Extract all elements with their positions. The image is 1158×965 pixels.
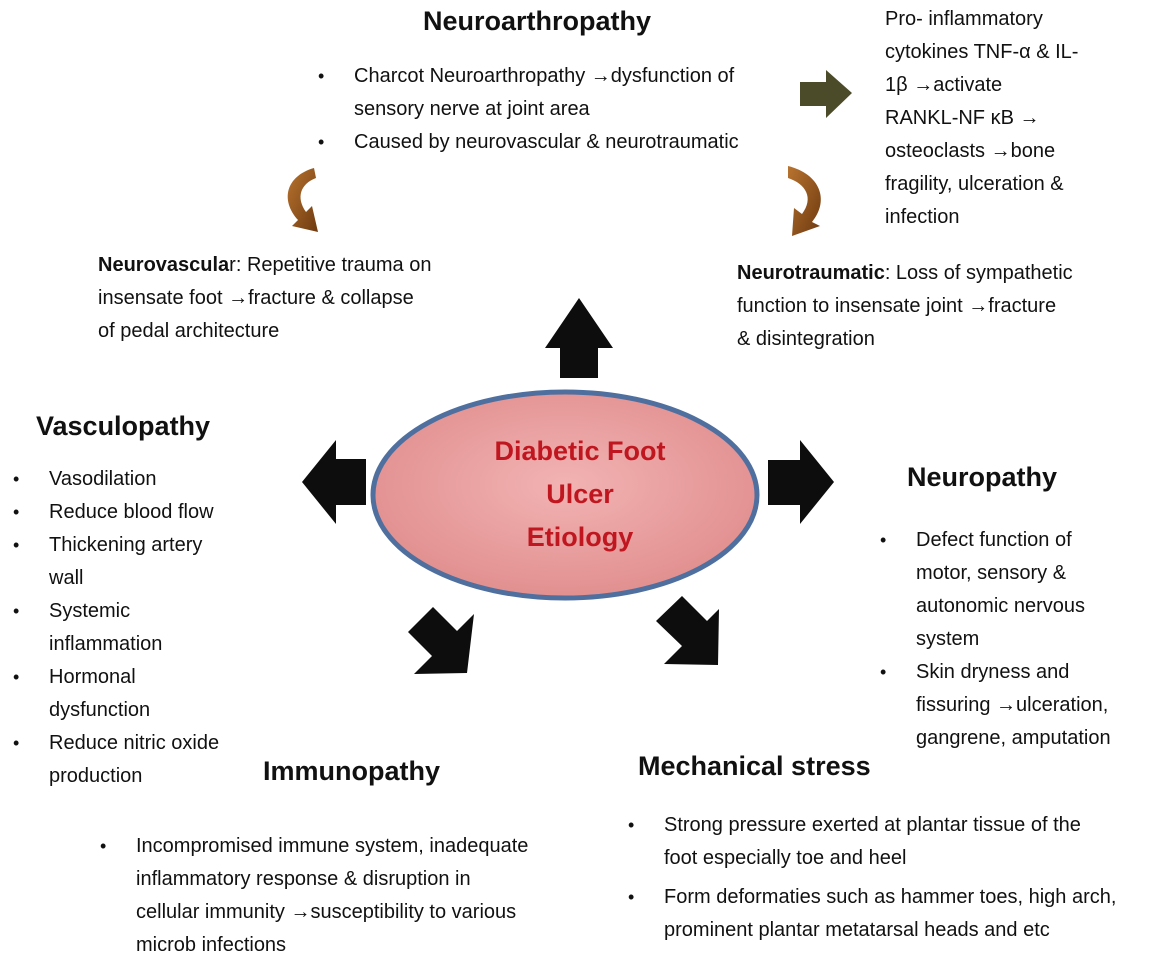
arrow-right-glyph — [1014, 107, 1040, 129]
mechanical-stress-title: Mechanical stress — [638, 751, 871, 781]
center-line-1: Diabetic Foot — [494, 436, 666, 466]
neuropathy-title: Neuropathy — [907, 462, 1058, 492]
arrow-right-glyph — [285, 901, 311, 923]
neuropathy-list: Defect function of motor, sensory & auto… — [880, 524, 1155, 755]
cytokines-text: Pro- inflammatory cytokines TNF-α & IL- … — [885, 3, 1155, 234]
center-line-3: Etiology — [526, 522, 634, 552]
arrow-up-icon — [545, 298, 613, 378]
list-item: Strong pressure exerted at plantar tissu… — [628, 809, 1153, 875]
curved-arrow-right-icon — [788, 166, 821, 236]
center-ellipse — [370, 389, 760, 601]
vasculopathy-list: Vasodilation Reduce blood flow Thickenin… — [13, 463, 273, 793]
arrow-right-glyph — [985, 140, 1011, 162]
list-item: Form deformaties such as hammer toes, hi… — [628, 881, 1153, 947]
arrow-left-icon — [302, 440, 366, 524]
mechanical-stress-list: Strong pressure exerted at plantar tissu… — [628, 809, 1153, 947]
immunopathy-list: Incompromised immune system, inadequate … — [100, 830, 580, 962]
arrow-down-left-icon — [408, 607, 474, 674]
arrow-right-glyph — [585, 65, 611, 87]
list-item: Incompromised immune system, inadequate … — [100, 830, 580, 962]
neuroarthropathy-list: Charcot Neuroarthropathydysfunction of s… — [318, 60, 788, 159]
list-item: Charcot Neuroarthropathydysfunction of s… — [318, 60, 788, 126]
list-item: Reduce blood flow — [13, 496, 273, 529]
center-label: Diabetic Foot Ulcer Etiology — [420, 430, 740, 559]
list-item: Defect function of motor, sensory & auto… — [880, 524, 1155, 656]
curved-arrow-left-icon — [287, 168, 318, 232]
arrow-right-glyph — [223, 287, 249, 309]
vasculopathy-title: Vasculopathy — [36, 411, 211, 441]
neurovascular-text: Neurovascular: Repetitive trauma on inse… — [98, 249, 478, 348]
arrow-right-icon — [768, 440, 834, 524]
neurotraumatic-text: Neurotraumatic: Loss of sympathetic func… — [737, 257, 1147, 356]
immunopathy-title: Immunopathy — [263, 756, 441, 786]
list-item: Vasodilation — [13, 463, 273, 496]
list-item: Caused by neurovascular & neurotraumatic — [318, 126, 788, 159]
arrow-right-glyph — [908, 74, 934, 96]
arrow-right-glyph — [963, 295, 989, 317]
center-line-2: Ulcer — [546, 479, 614, 509]
arrow-right-glyph — [990, 694, 1016, 716]
neuroarthropathy-title: Neuroarthropathy — [423, 6, 652, 36]
pointer-arrow-icon — [800, 70, 852, 118]
arrow-down-right-icon — [656, 596, 719, 665]
list-item: Skin dryness and fissuringulceration, ga… — [880, 656, 1155, 755]
